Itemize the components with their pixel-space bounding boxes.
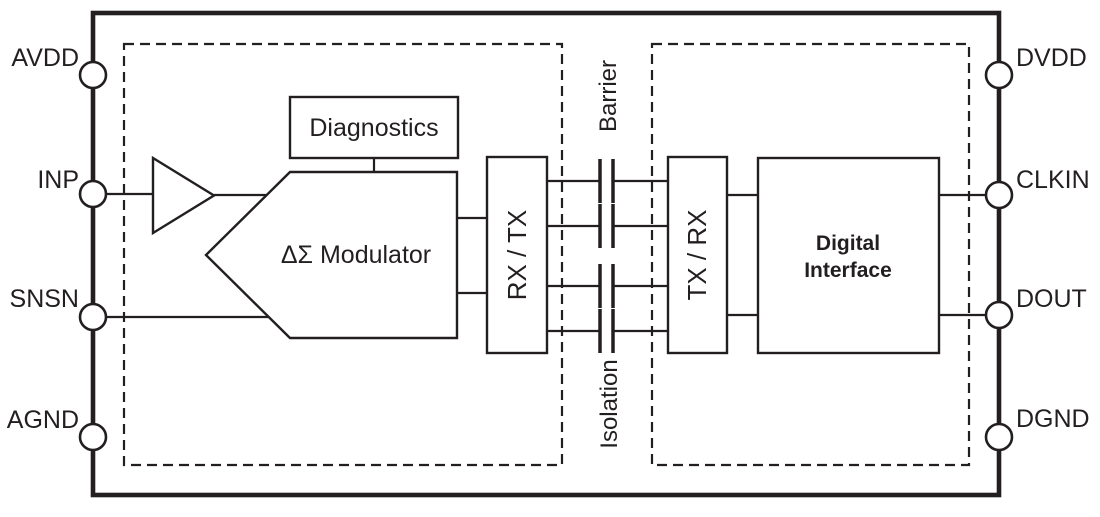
pin-snsn: SNSN [10,285,108,332]
pin-avdd-label: AVDD [11,44,79,72]
pin-dvdd: DVDD [984,44,1087,90]
pin-clkin-circle [984,180,1014,210]
pin-snsn-circle [78,302,108,332]
tx-rx-block [666,155,729,355]
digital-interface-label-line2: Interface [804,259,892,282]
pin-agnd-circle [78,422,108,452]
pin-inp-circle [78,179,108,209]
digital-interface-label-line1: Digital [816,232,880,255]
digital-side-dashed-box [650,42,971,467]
tx-rx-label: TX / RX [682,209,712,300]
rx-tx-block [485,155,549,355]
pin-dout-label: DOUT [1016,285,1087,313]
pin-clkin-label: CLKIN [1016,166,1090,194]
pin-dout-circle [984,300,1014,330]
pin-dvdd-label: DVDD [1016,44,1087,72]
pin-dgnd: DGND [984,405,1090,452]
isolation-label: Isolation [596,359,623,448]
input-amplifier-icon [151,155,217,236]
pin-dgnd-label: DGND [1016,405,1090,433]
pin-dvdd-circle [984,60,1014,90]
pin-avdd-circle [78,60,108,90]
chip-outline [90,10,1002,498]
rx-tx-label: RX / TX [502,210,532,301]
modulator-label: ΔΣ Modulator [281,241,431,269]
diagnostics-label: Diagnostics [309,114,438,142]
pin-snsn-label: SNSN [10,285,79,313]
digital-interface-block [756,156,941,355]
pin-agnd-label: AGND [7,406,79,434]
diagnostics-block [288,95,460,160]
analog-side-dashed-box [122,42,564,467]
pin-agnd: AGND [7,406,108,452]
pin-inp: INP [37,166,108,209]
pin-inp-label: INP [37,166,79,194]
isolation-channel-4 [547,309,668,353]
pin-dout: DOUT [984,285,1087,330]
pin-clkin: CLKIN [984,166,1090,210]
modulator-block [204,170,459,340]
pin-dgnd-circle [984,422,1014,452]
isolation-channel-2 [547,204,668,248]
isolation-channel-1 [547,159,668,203]
pin-avdd: AVDD [11,44,108,90]
isolation-channel-3 [547,264,668,308]
barrier-label: Barrier [595,60,622,132]
